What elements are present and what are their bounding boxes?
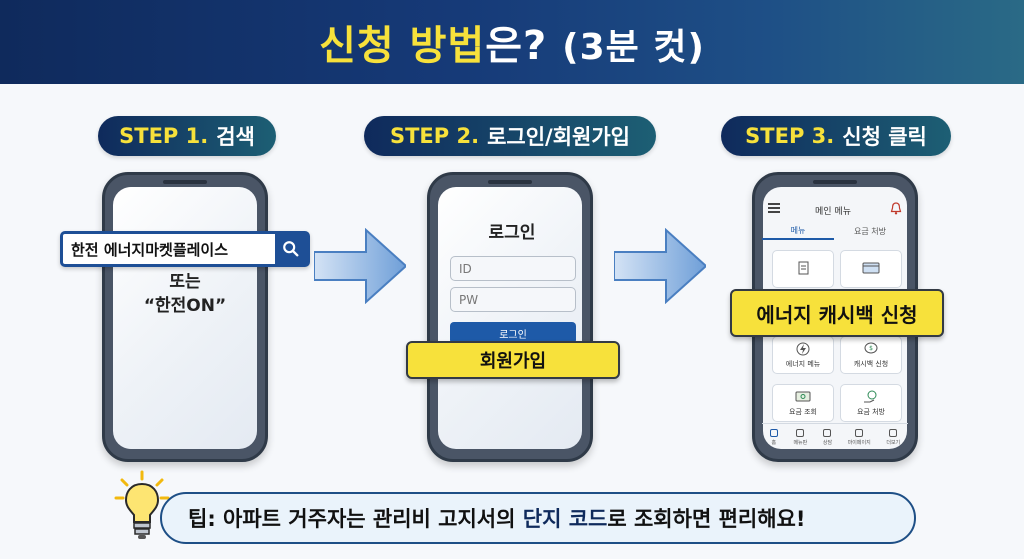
- phone-notch: [163, 180, 207, 184]
- nav-label: 메뉴판: [793, 440, 808, 446]
- step-2-num: STEP 2.: [389, 124, 480, 148]
- search-icon: [283, 241, 299, 257]
- tile-label: 요금 조회: [789, 407, 817, 416]
- id-placeholder: ID: [459, 261, 472, 276]
- nav-label: 더보기: [886, 440, 901, 446]
- phone-screen: [113, 187, 257, 449]
- signup-button[interactable]: 회원가입: [406, 341, 620, 379]
- nav-home[interactable]: 홈: [769, 429, 778, 446]
- nav-label: 홈: [771, 440, 777, 446]
- login-title: 로그인: [488, 223, 536, 243]
- tab-fee[interactable]: 요금 처방: [854, 226, 886, 236]
- nav-menu[interactable]: 메뉴판: [793, 429, 807, 446]
- list-icon: [796, 429, 805, 437]
- tab-menu[interactable]: 메뉴: [762, 222, 834, 240]
- search-button[interactable]: [275, 234, 307, 264]
- phone-notch: [813, 180, 857, 184]
- step-1-label: 검색: [216, 125, 255, 149]
- app-header: 메인 메뉴: [815, 206, 851, 217]
- bill-icon: [795, 391, 811, 401]
- phone-screen: [438, 187, 582, 449]
- step-3-badge: STEP 3. 신청 클릭: [721, 116, 951, 156]
- arrow-right-icon: [314, 228, 406, 304]
- pw-placeholder: PW: [459, 292, 479, 307]
- nav-label: 상담: [822, 440, 833, 446]
- step-3-label: 신청 클릭: [842, 125, 927, 149]
- document-icon: [798, 261, 809, 274]
- tile-label: 에너지 메뉴: [785, 359, 821, 368]
- nav-more[interactable]: 더보기: [886, 429, 900, 446]
- page-title: 신청 방법은? (3분 컷): [319, 13, 705, 71]
- tile-cashback[interactable]: $ 캐시백 신청: [840, 336, 902, 374]
- tile-energy-menu[interactable]: 에너지 메뉴: [772, 336, 834, 374]
- svg-text:$: $: [869, 345, 873, 352]
- search-input[interactable]: 한전 에너지마켓플레이스: [60, 231, 310, 267]
- step-1-num: STEP 1.: [119, 124, 209, 148]
- step-2-badge: STEP 2. 로그인/회원가입: [364, 116, 656, 156]
- cashback-apply-button[interactable]: 에너지 캐시백 신청: [730, 289, 944, 337]
- tile-fee-check[interactable]: 요금 조회: [772, 384, 834, 422]
- phone-notch: [488, 180, 532, 184]
- nav-consult[interactable]: 상담: [823, 429, 832, 446]
- bell-icon[interactable]: [890, 202, 902, 215]
- tile-card[interactable]: [840, 250, 902, 288]
- bell-icon: [855, 429, 864, 437]
- more-icon: [889, 429, 898, 437]
- title-rest: 은?: [485, 23, 548, 69]
- tile-doc[interactable]: [772, 250, 834, 288]
- step-1-badge: STEP 1. 검색: [98, 116, 276, 156]
- card-icon: [862, 262, 880, 273]
- or-line-2: “한전ON”: [143, 296, 227, 316]
- tile-label: 캐시백 신청: [853, 359, 889, 368]
- step-3-num: STEP 3.: [745, 124, 835, 148]
- pw-field[interactable]: PW: [450, 287, 576, 312]
- id-field[interactable]: ID: [450, 256, 576, 281]
- or-line-1: 또는: [169, 272, 201, 292]
- menu-icon[interactable]: [768, 203, 780, 213]
- tip-emphasis: 단지 코드: [522, 507, 608, 531]
- tile-label: 요금 처방: [857, 407, 885, 416]
- lightbulb-icon: [114, 470, 170, 539]
- step-2-label: 로그인/회원가입: [487, 125, 630, 149]
- or-text: 또는 “한전ON”: [100, 270, 270, 318]
- arrow-right-icon: [614, 228, 706, 304]
- tip-prefix: 팁: 아파트 거주자는 관리비 고지서의: [188, 507, 516, 531]
- chat-icon: [823, 429, 832, 437]
- search-text: 한전 에너지마켓플레이스: [71, 240, 229, 259]
- tip-suffix: 로 조회하면 편리해요!: [607, 507, 806, 531]
- home-icon: [769, 429, 778, 437]
- bottom-nav: 홈 메뉴판 상담 마이페이지 더보기: [762, 423, 908, 451]
- money-hand-icon: [864, 390, 877, 402]
- nav-label: 마이페이지: [847, 440, 871, 446]
- chat-icon: $: [864, 342, 878, 353]
- login-button[interactable]: 로그인: [450, 322, 576, 344]
- phone-step-2: [427, 172, 593, 462]
- title-sub: (3분 컷): [562, 27, 705, 68]
- phone-step-1: [102, 172, 268, 462]
- title-highlight: 신청 방법: [319, 23, 486, 69]
- nav-mypage[interactable]: 마이페이지: [848, 429, 871, 446]
- lightning-icon: [796, 342, 810, 355]
- tile-fee-plan[interactable]: 요금 처방: [840, 384, 902, 422]
- header-banner: 신청 방법은? (3분 컷): [0, 0, 1024, 84]
